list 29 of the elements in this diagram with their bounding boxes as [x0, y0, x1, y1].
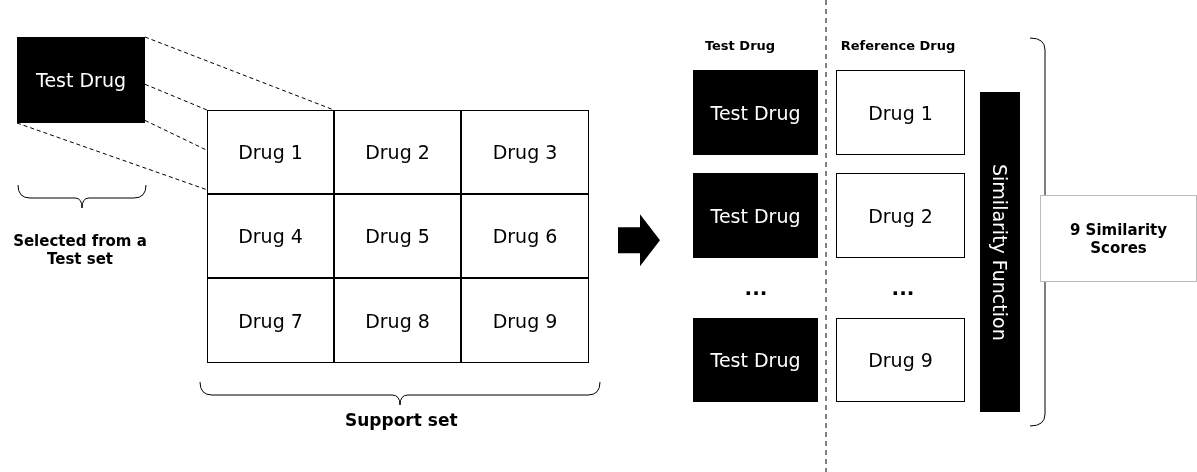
drug-box: Test Drug [17, 37, 145, 123]
result-box: 9 Similarity Scores [1040, 195, 1197, 282]
grid-cell: Drug 3 [461, 110, 589, 194]
drug-box: Drug 1 [836, 70, 965, 155]
column-header: Reference Drug [840, 38, 956, 53]
grid-cell: Drug 2 [334, 110, 461, 194]
grid-cell: Drug 7 [207, 278, 334, 363]
grid-cell: Drug 6 [461, 194, 589, 278]
drug-box: Drug 9 [836, 318, 965, 402]
grid-cell: Drug 5 [334, 194, 461, 278]
drug-box: Test Drug [693, 173, 818, 258]
caption-text: Selected from a Test set [12, 232, 148, 268]
grid-cell: Drug 9 [461, 278, 589, 363]
projection-line [144, 119, 208, 151]
ellipsis: ... [891, 276, 915, 300]
caption-text: Support set [345, 410, 458, 430]
block-arrow [618, 214, 660, 267]
grid-cell: Drug 1 [207, 110, 334, 194]
projection-line [16, 122, 208, 191]
ellipsis: ... [744, 276, 768, 300]
projection-line [144, 36, 335, 111]
drug-box: Test Drug [693, 318, 818, 402]
grid-cell: Drug 4 [207, 194, 334, 278]
drug-box: Drug 2 [836, 173, 965, 258]
function-bar: Similarity Function [980, 92, 1020, 412]
projection-line [144, 83, 208, 111]
drug-box: Test Drug [693, 70, 818, 155]
grid-cell: Drug 8 [334, 278, 461, 363]
column-header: Test Drug [704, 38, 776, 53]
